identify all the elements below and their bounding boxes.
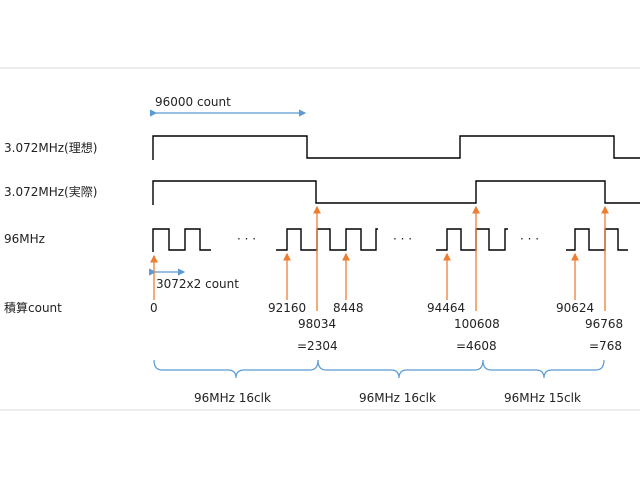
count-value-90624: 90624: [556, 301, 594, 315]
count-value-96768: 96768: [585, 317, 623, 331]
count-value-100608: 100608: [454, 317, 500, 331]
waveform-96mhz-group-4: [566, 228, 628, 251]
brace-2: [317, 359, 484, 379]
count-value-8448: 8448: [333, 301, 364, 315]
count-value-4608: =4608: [456, 339, 497, 353]
waveform-96mhz-group-1: [152, 228, 211, 252]
top-annotation: 96000 count: [155, 95, 231, 109]
count-value-92160: 92160: [268, 301, 306, 315]
brace-label-3: 96MHz 15clk: [504, 391, 581, 405]
signal-label-count: 積算count: [4, 300, 62, 315]
brace-label-1: 96MHz 16clk: [194, 391, 271, 405]
waveform-actual: [152, 180, 640, 205]
ellipsis-2: · · ·: [393, 232, 412, 246]
ellipsis-1: · · ·: [237, 232, 256, 246]
period-annotation: 3072x2 count: [156, 277, 239, 291]
count-value-768: =768: [589, 339, 622, 353]
signal-label-96mhz: 96MHz: [4, 232, 45, 246]
ellipsis-3: · · ·: [520, 232, 539, 246]
brace-3: [482, 359, 605, 379]
brace-label-2: 96MHz 16clk: [359, 391, 436, 405]
count-value-2304: =2304: [297, 339, 338, 353]
count-value-98034: 98034: [298, 317, 336, 331]
brace-1: [153, 359, 319, 379]
waveform-96mhz-group-2: [276, 228, 378, 251]
count-value-94464: 94464: [427, 301, 465, 315]
count-value-0: 0: [150, 301, 158, 315]
waveform-96mhz-group-3: [436, 228, 508, 251]
signal-label-ideal: 3.072MHz(理想): [4, 140, 97, 155]
signal-label-actual: 3.072MHz(実際): [4, 184, 97, 199]
waveform-ideal: [152, 135, 640, 160]
